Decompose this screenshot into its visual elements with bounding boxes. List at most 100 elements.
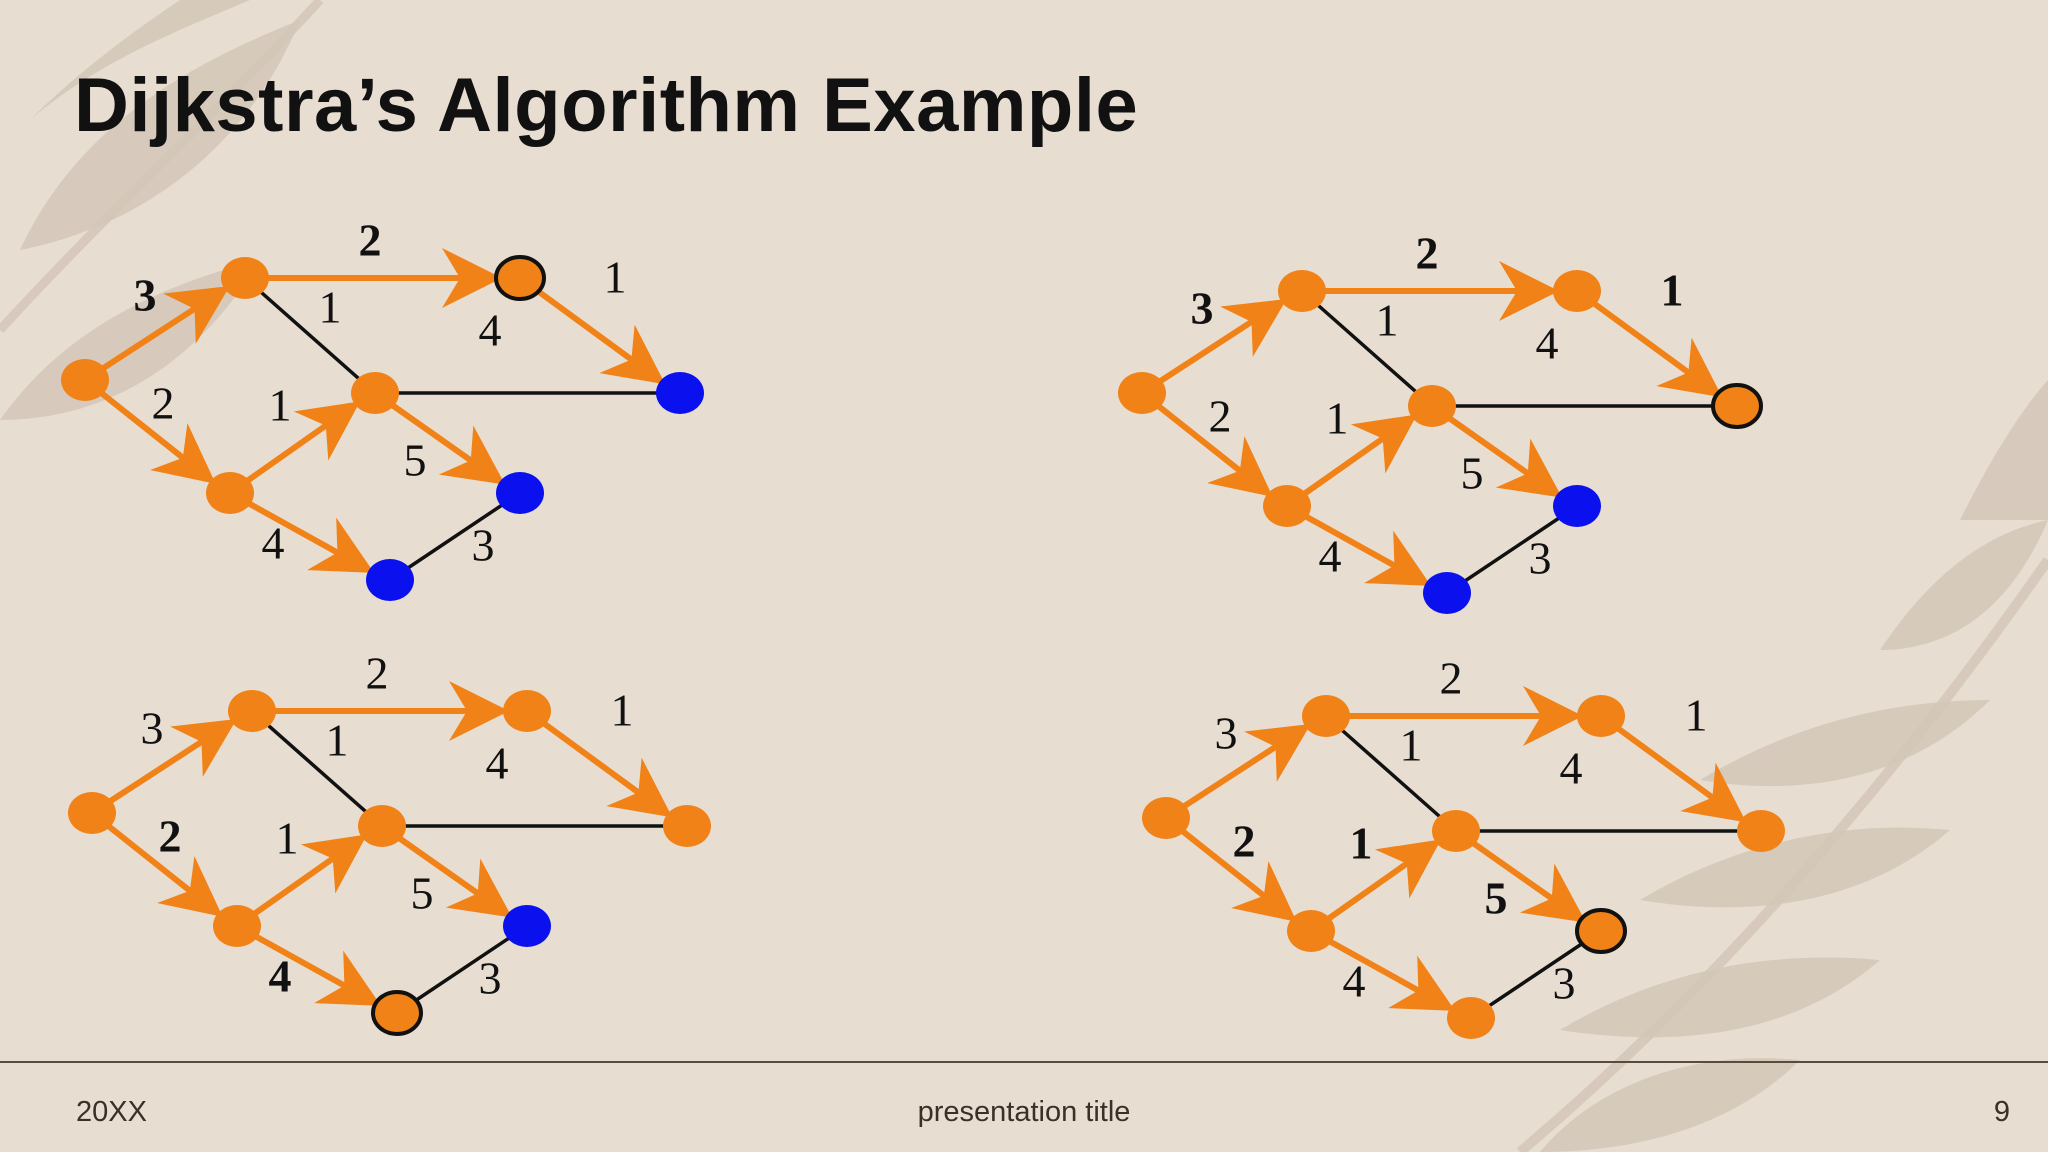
node-f-visited — [1447, 997, 1495, 1039]
footer-page-number: 9 — [1993, 1096, 2010, 1128]
edge-b-f — [1308, 928, 1456, 1011]
edge-b-c — [234, 834, 368, 929]
edge-s-a — [89, 718, 237, 816]
node-c-visited — [1408, 385, 1456, 427]
edge-weight-label: 4 — [262, 518, 285, 569]
node-s-visited — [61, 359, 109, 401]
edge-s-a — [82, 285, 230, 383]
edge-b-c — [1284, 414, 1418, 509]
node-e-visited — [663, 805, 711, 847]
node-c-visited — [1432, 810, 1480, 852]
edge-b-f — [1284, 503, 1432, 586]
node-e-unvisited — [656, 372, 704, 414]
edge-s-b — [89, 810, 223, 917]
edge-weight-label: 1 — [1400, 720, 1423, 771]
edge-b-c — [227, 401, 361, 496]
edge-s-a — [1163, 723, 1311, 821]
edge-weight-label: 2 — [1209, 391, 1232, 442]
node-d-visited — [1577, 695, 1625, 737]
edge-b-c — [1308, 839, 1442, 934]
node-g-current — [1575, 908, 1627, 954]
edge-d-e — [524, 708, 673, 818]
edge-weight-label: 2 — [1416, 228, 1439, 279]
edge-weight-label: 5 — [1461, 448, 1484, 499]
edge-f-g — [1469, 929, 1603, 1020]
edge-d-e — [1574, 288, 1723, 398]
node-s-visited — [1142, 797, 1190, 839]
edge-c-g — [1429, 403, 1563, 498]
edge-weight-label: 3 — [1191, 283, 1214, 334]
edge-weight-label: 3 — [134, 270, 157, 321]
edge-weight-label: 5 — [411, 868, 434, 919]
node-e-visited — [1737, 810, 1785, 852]
edge-weight-label: 4 — [479, 305, 502, 356]
edge-weight-label: 5 — [404, 435, 427, 486]
node-s-visited — [68, 792, 116, 834]
edge-weight-label: 2 — [1440, 653, 1463, 704]
footer-presentation-title: presentation title — [917, 1096, 1131, 1128]
edge-weight-label: 3 — [141, 703, 164, 754]
edge-d-e — [1598, 713, 1747, 823]
node-e-current — [1711, 383, 1763, 429]
node-d-visited — [1553, 270, 1601, 312]
edge-s-a — [1139, 298, 1287, 396]
edge-a-c — [250, 709, 384, 828]
edge-weight-label: 5 — [1485, 873, 1508, 924]
edge-s-b — [82, 377, 216, 484]
edge-weight-label: 2 — [152, 378, 175, 429]
edge-weight-label: 1 — [326, 715, 349, 766]
node-b-visited — [206, 472, 254, 514]
edge-weight-label: 4 — [269, 951, 292, 1002]
edge-b-f — [227, 490, 375, 573]
edge-weight-label: 1 — [269, 380, 292, 431]
node-a-visited — [228, 690, 276, 732]
node-g-unvisited — [1553, 485, 1601, 527]
node-d-visited — [503, 690, 551, 732]
edge-weight-label: 3 — [1529, 533, 1552, 584]
edge-weight-label: 1 — [1685, 690, 1708, 741]
node-d-current — [494, 255, 546, 301]
edge-a-c — [1300, 289, 1434, 408]
edge-b-f — [234, 923, 382, 1006]
footer-date: 20XX — [76, 1096, 147, 1128]
edge-weight-label: 3 — [479, 953, 502, 1004]
edge-c-g — [1453, 828, 1587, 923]
edge-weight-label: 2 — [366, 648, 389, 699]
footer-divider — [0, 1061, 2048, 1063]
edge-weight-label: 4 — [1536, 318, 1559, 369]
edge-weight-label: 4 — [1319, 531, 1342, 582]
edge-weight-label: 1 — [1661, 265, 1684, 316]
edge-f-g — [388, 491, 522, 582]
node-b-visited — [1263, 485, 1311, 527]
edge-f-g — [395, 924, 529, 1015]
node-f-current — [371, 990, 423, 1036]
edge-weight-label: 3 — [1215, 708, 1238, 759]
edge-weight-label: 4 — [1343, 956, 1366, 1007]
node-g-unvisited — [496, 472, 544, 514]
node-c-visited — [351, 372, 399, 414]
edge-c-g — [379, 823, 513, 918]
edge-a-c — [243, 276, 377, 395]
edge-weight-label: 2 — [1233, 816, 1256, 867]
edge-weight-label: 1 — [1350, 818, 1373, 869]
edge-c-g — [372, 390, 506, 485]
edge-weight-label: 1 — [604, 252, 627, 303]
edge-weight-label: 4 — [1560, 743, 1583, 794]
edge-weight-label: 4 — [486, 738, 509, 789]
node-f-unvisited — [1423, 572, 1471, 614]
edge-a-c — [1324, 714, 1458, 833]
node-a-visited — [221, 257, 269, 299]
node-s-visited — [1118, 372, 1166, 414]
node-a-visited — [1278, 270, 1326, 312]
edge-d-e — [517, 275, 666, 385]
node-b-visited — [213, 905, 261, 947]
edge-weight-label: 1 — [1376, 295, 1399, 346]
edge-weight-label: 2 — [159, 811, 182, 862]
edge-weight-label: 1 — [276, 813, 299, 864]
